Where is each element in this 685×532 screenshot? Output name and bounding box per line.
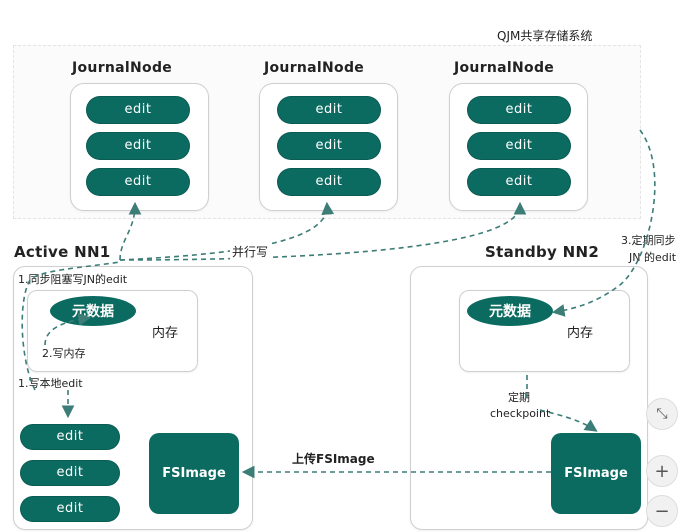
- standby-nn2-title: Standby NN2: [485, 243, 600, 261]
- journalnode-2-edit-2: edit: [277, 132, 381, 160]
- active-edit-1: edit: [20, 424, 120, 450]
- active-nn1-title: Active NN1: [14, 243, 111, 261]
- standby-periodic-label: 定期: [508, 391, 530, 404]
- standby-metadata-ellipse: 元数据: [467, 296, 553, 326]
- journalnode-3-edit-2: edit: [467, 132, 571, 160]
- zoom-out-button[interactable]: −: [646, 495, 678, 527]
- minus-icon: −: [654, 500, 670, 522]
- standby-checkpoint-label: checkpoint: [490, 407, 551, 420]
- active-fsimage: FSImage: [149, 433, 239, 514]
- journalnode-2-title: JournalNode: [264, 60, 365, 76]
- plus-icon: +: [654, 460, 670, 482]
- standby-memory-label: 内存: [567, 326, 594, 341]
- journalnode-1-edit-3: edit: [86, 168, 190, 196]
- active-step2-label: 2.写内存: [42, 347, 86, 360]
- journalnode-1-edit-1: edit: [86, 96, 190, 124]
- parallel-write-label: 并行写: [230, 243, 271, 260]
- journalnode-1-edit-2: edit: [86, 132, 190, 160]
- active-metadata-ellipse: 元数据: [50, 296, 136, 326]
- journalnode-3-title: JournalNode: [454, 60, 555, 76]
- active-edit-3: edit: [20, 496, 120, 522]
- active-edit-2: edit: [20, 460, 120, 486]
- standby-step3-line1: 3.定期同步: [621, 234, 676, 247]
- fit-view-button[interactable]: ⤡: [646, 398, 678, 430]
- journalnode-3-edit-3: edit: [467, 168, 571, 196]
- journalnode-3-edit-1: edit: [467, 96, 571, 124]
- fit-view-icon: ⤡: [656, 406, 668, 422]
- upload-fsimage-label: 上传FSImage: [292, 452, 375, 466]
- active-step1-sync-label: 1.同步阻塞写JN的edit: [18, 273, 128, 286]
- journalnode-2-edit-3: edit: [277, 168, 381, 196]
- active-memory-label: 内存: [152, 326, 179, 341]
- standby-fsimage: FSImage: [551, 433, 641, 514]
- journalnode-1-title: JournalNode: [72, 60, 173, 76]
- zoom-in-button[interactable]: +: [646, 455, 678, 487]
- journalnode-2-edit-1: edit: [277, 96, 381, 124]
- qjm-system-label: QJM共享存储系统: [497, 29, 593, 43]
